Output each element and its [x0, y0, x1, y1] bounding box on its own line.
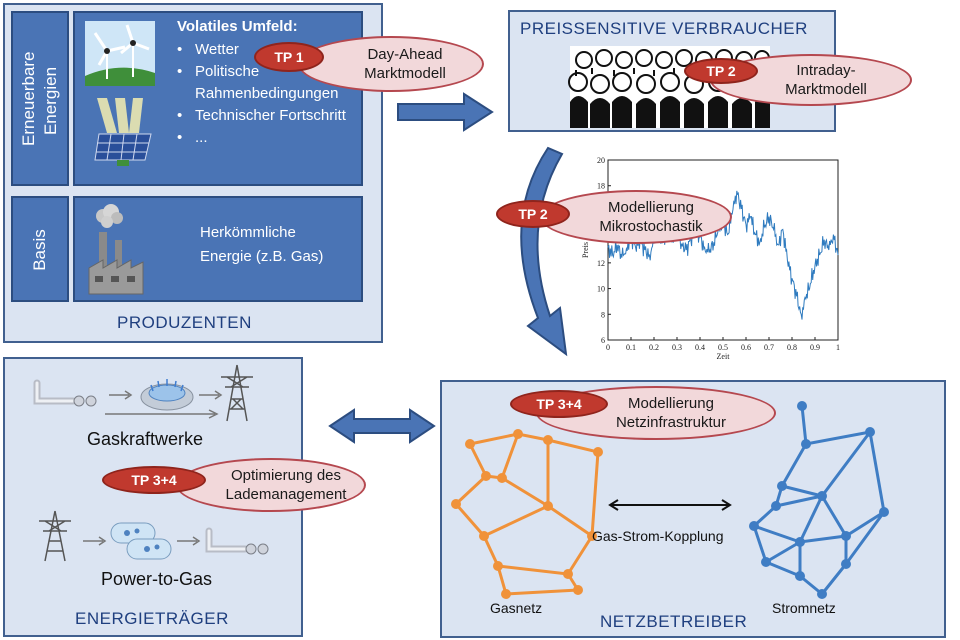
basis-label-box: Basis [11, 196, 69, 302]
stromnetz-label: Stromnetz [772, 600, 836, 616]
factory-icon [88, 204, 144, 295]
chart-xtick-label: 0.3 [672, 343, 682, 352]
tp34-lade-badge: TP 3+4 [102, 466, 206, 494]
gasnetz-label: Gasnetz [490, 600, 543, 616]
windturbine-icon [85, 21, 155, 86]
oval-day-ahead-line1: Day-Ahead [367, 46, 443, 63]
erneuerbare-text: Erneuerbare Energien [19, 51, 60, 146]
volatile-list: Wetter Politische Rahmenbedingungen Tech… [175, 39, 360, 149]
chart-xlabel: Zeit [717, 352, 731, 361]
arrow-small-icon-4 [177, 536, 201, 546]
volatile-box: Volatiles Umfeld: Wetter Politische Rahm… [73, 11, 363, 186]
produzenten-title: PRODUZENTEN [117, 313, 252, 332]
chart-xtick-label: 0.1 [626, 343, 636, 352]
gas-pipe-icon [33, 379, 97, 407]
oval-lade-line2: Lademanagement [225, 486, 347, 503]
chart-xtick-label: 0 [606, 343, 610, 352]
volatile-item-more: ... [175, 127, 360, 149]
chart-ytick-label: 20 [597, 156, 605, 165]
double-arrow [328, 408, 436, 444]
oval-mikro-line1: Modellierung [608, 199, 694, 216]
erneuerbare-label-box: Erneuerbare Energien [11, 11, 69, 186]
herkoemmlich-line2: Energie (z.B. Gas) [200, 248, 324, 265]
tp2-mikro-badge: TP 2 [496, 200, 570, 228]
energietraeger-title: ENERGIETRÄGER [75, 609, 229, 628]
power-to-gas-label: Power-to-Gas [101, 569, 213, 589]
chart-ytick-label: 12 [597, 259, 605, 268]
oval-intraday-line2: Marktmodell [785, 81, 867, 98]
arrow-small-icon-2 [199, 390, 223, 400]
basis-box: Herkömmliche Energie (z.B. Gas) [73, 196, 363, 302]
tp2-intraday-badge: TP 2 [684, 58, 758, 84]
chart-ytick-label: 18 [597, 182, 605, 191]
oval-mikro-line2: Mikrostochastik [599, 218, 703, 235]
tp1-badge: TP 1 [254, 42, 324, 72]
chart-xtick-label: 0.7 [764, 343, 774, 352]
volatile-item-technik: Technischer Fortschritt [175, 105, 360, 127]
netzbetreiber-title: NETZBETREIBER [600, 612, 748, 631]
gaskraftwerke-arrow [105, 409, 219, 419]
price-chart: 00.10.20.30.40.50.60.70.80.9168101214161… [581, 156, 840, 361]
chart-xtick-label: 0.5 [718, 343, 728, 352]
tp34-netz-badge: TP 3+4 [510, 390, 608, 418]
chart-xtick-label: 0.6 [741, 343, 751, 352]
verbraucher-title: PREISSENSITIVE VERBRAUCHER [520, 19, 808, 38]
power-tower-icon-2 [39, 510, 71, 562]
chart-xtick-label: 0.2 [649, 343, 659, 352]
chart-ylabel: Preis [581, 242, 590, 258]
herkoemmlich-line1: Herkömmliche [200, 224, 296, 241]
gaskraftwerke-label: Gaskraftwerke [87, 429, 204, 449]
oval-intraday-line1: Intraday- [796, 62, 856, 79]
kopplung-label: Gas-Strom-Kopplung [592, 528, 724, 544]
power-tower-icon [221, 364, 253, 422]
chart-xtick-label: 0.9 [810, 343, 820, 352]
electrolyzer-icon [110, 522, 172, 560]
stromnetz-graph [749, 401, 889, 599]
arrow-right-top [397, 92, 494, 132]
gas-pipe-icon-2 [205, 527, 269, 555]
arrow-small-icon [109, 390, 133, 400]
volatile-item-wetter: Wetter [175, 39, 360, 61]
oval-netz-line2: Netzinfrastruktur [615, 414, 727, 431]
netzbetreiber-panel: Gas-Strom-Kopplung Gasnetz Stromnetz NET… [440, 380, 946, 638]
gas-flame-icon [140, 379, 194, 411]
oval-day-ahead-line2: Marktmodell [364, 65, 446, 82]
gasnetz-graph [451, 429, 603, 599]
solar-panel-icon [94, 98, 152, 166]
basis-label: Basis [30, 229, 49, 271]
arrow-small-icon-3 [83, 536, 107, 546]
chart-xtick-label: 0.8 [787, 343, 797, 352]
oval-netz-line1: Modellierung [628, 395, 714, 412]
erneuerbare-label: Erneuerbare Energien [18, 16, 62, 186]
kopplung-arrow [608, 499, 732, 511]
oval-lade-line1: Optimierung des [230, 467, 342, 484]
chart-xtick-label: 0.4 [695, 343, 705, 352]
volatile-item-politik: Politische Rahmenbedingungen [175, 61, 360, 105]
volatile-heading: Volatiles Umfeld: [177, 18, 298, 35]
chart-xtick-label: 1 [836, 343, 840, 352]
chart-ytick-label: 10 [597, 285, 605, 294]
chart-ytick-label: 6 [601, 336, 605, 345]
chart-ytick-label: 8 [601, 310, 605, 319]
